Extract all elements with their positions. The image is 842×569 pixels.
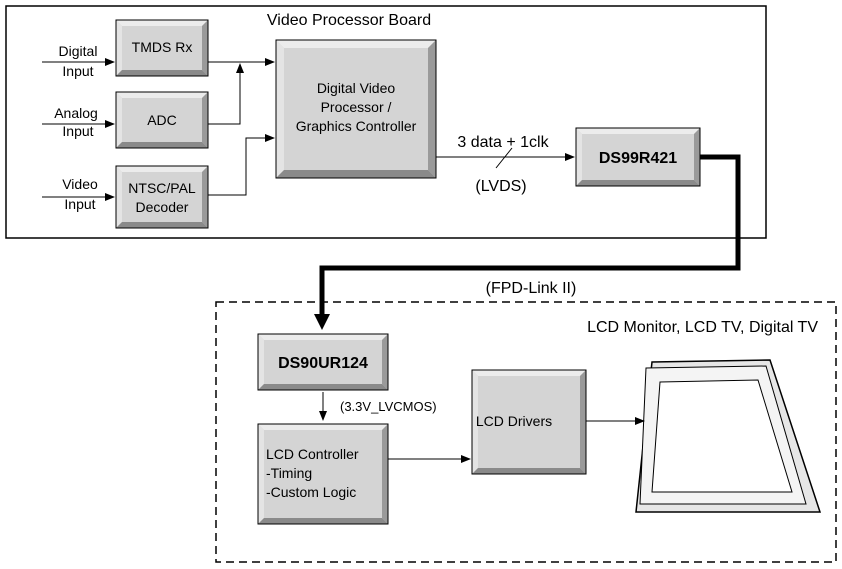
- tmds-rx-block: TMDS Rx: [115, 19, 209, 77]
- adc-to-tmds-path-line: [208, 63, 244, 125]
- tmds-rx-label: TMDS Rx: [132, 39, 193, 55]
- video-processor-board: [5, 5, 767, 239]
- ds90ur124-block: DS90UR124: [257, 333, 389, 391]
- analog-input-label-2: Input: [62, 123, 93, 139]
- lvcmos-label: (3.3V_LVCMOS): [340, 399, 437, 414]
- lcd-drivers-block: LCD Drivers: [471, 369, 587, 475]
- digital-input-label-1: Digital: [59, 43, 98, 59]
- ds90ur124-label: DS90UR124: [278, 355, 368, 372]
- lvds-label: (LVDS): [475, 178, 526, 195]
- digital-video-processor-block: Digital Video Processor / Graphics Contr…: [275, 39, 437, 179]
- processor-label-line3: Graphics Controller: [296, 118, 417, 134]
- analog-input-label-1: Analog: [54, 105, 98, 121]
- video-input-label-1: Video: [62, 176, 98, 192]
- lcd-controller-label-line1: LCD Controller: [266, 446, 359, 462]
- adc-label: ADC: [147, 112, 177, 128]
- video-input-label-2: Input: [64, 196, 95, 212]
- fpd-link-label: (FPD-Link II): [486, 280, 577, 297]
- lcd-drivers-label: LCD Drivers: [476, 413, 552, 429]
- bus-slash: [495, 147, 513, 169]
- monitor-title: LCD Monitor, LCD TV, Digital TV: [587, 319, 818, 336]
- data-bus-label: 3 data + 1clk: [457, 134, 549, 151]
- processor-label-line1: Digital Video: [317, 80, 396, 96]
- decoder-label-line2: Decoder: [136, 199, 189, 215]
- lcd-monitor-region: [215, 301, 837, 563]
- lcd-panel-icon: [635, 359, 822, 513]
- ntsc-pal-decoder-block: NTSC/PAL Decoder: [115, 165, 209, 229]
- decoder-to-processor-line: [208, 134, 275, 196]
- lcd-controller-block: LCD Controller -Timing -Custom Logic: [257, 423, 389, 525]
- lcd-controller-label-line3: -Custom Logic: [266, 484, 356, 500]
- fpd-link-cable: [314, 154, 741, 330]
- ds99r421-block: DS99R421: [575, 127, 701, 187]
- digital-input-label-2: Input: [62, 63, 93, 79]
- lcd-controller-label-line2: -Timing: [266, 465, 312, 481]
- adc-block: ADC: [115, 91, 209, 149]
- ds99r421-label: DS99R421: [599, 150, 677, 167]
- processor-label-line2: Processor /: [321, 99, 392, 115]
- board-title: Video Processor Board: [267, 12, 431, 29]
- decoder-label-line1: NTSC/PAL: [128, 180, 196, 196]
